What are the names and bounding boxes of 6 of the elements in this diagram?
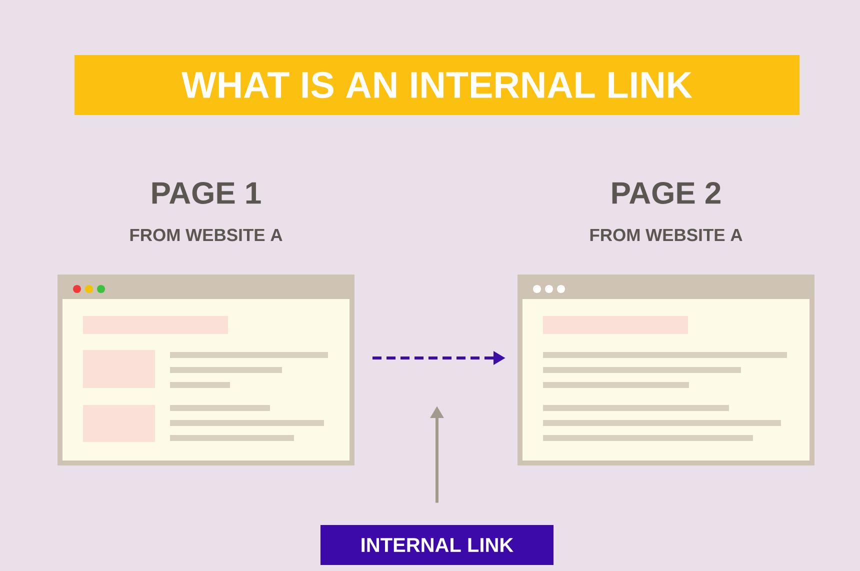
title-banner: WHAT IS AN INTERNAL LINK xyxy=(74,55,800,115)
node-label: FROM WEBSITE A xyxy=(590,228,742,242)
node-label: PAGE 2 xyxy=(612,182,720,204)
node-label: PAGE 1 xyxy=(152,182,261,204)
link-label-box: INTERNAL LINK xyxy=(320,525,554,565)
node-label: FROM WEBSITE A xyxy=(130,228,282,242)
